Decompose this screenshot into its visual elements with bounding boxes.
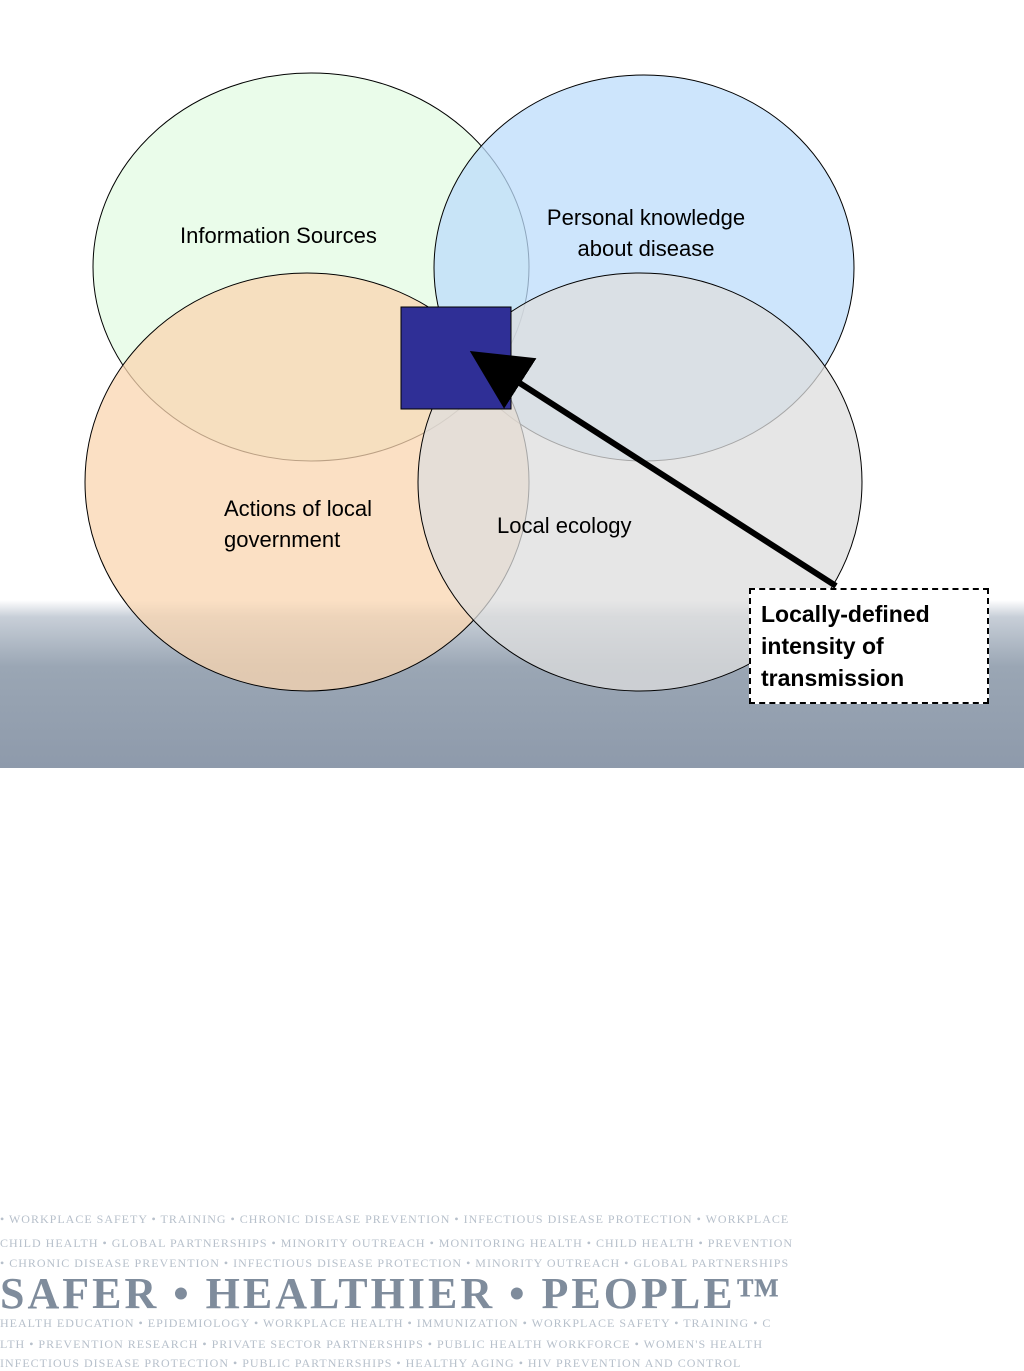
footer-text-line: CHILD HEALTH • GLOBAL PARTNERSHIPS • MIN… <box>0 1236 794 1250</box>
center-intersection-square <box>400 306 512 410</box>
pointer-arrow <box>469 351 838 589</box>
label-local-ecology: Local ecology <box>497 513 632 538</box>
label-information-sources: Information Sources <box>180 223 377 248</box>
callout-line: Locally-defined <box>761 601 930 627</box>
label-personal-knowledge: Personal knowledge about disease <box>526 202 766 264</box>
callout-line: intensity of <box>761 633 884 659</box>
label-line: about disease <box>577 236 715 261</box>
venn-diagram <box>84 72 863 692</box>
footer-text-line: INFECTIOUS DISEASE PROTECTION • PUBLIC P… <box>0 1356 742 1370</box>
callout-box: Locally-defined intensity of transmissio… <box>749 588 989 704</box>
callout-line: transmission <box>761 665 905 691</box>
label-line: Personal knowledge <box>546 205 746 230</box>
label-line: Actions of local <box>224 496 372 521</box>
label-actions-local-government: Actions of local government <box>224 493 424 555</box>
footer-text-line: HEALTH EDUCATION • EPIDEMIOLOGY • WORKPL… <box>0 1316 772 1330</box>
footer-text-line: LTH • PREVENTION RESEARCH • PRIVATE SECT… <box>0 1337 763 1351</box>
footer-slogan: SAFER • HEALTHIER • PEOPLE™ <box>0 1269 783 1318</box>
footer-text-line: • WORKPLACE SAFETY • TRAINING • CHRONIC … <box>0 1212 790 1226</box>
label-line: government <box>224 527 341 552</box>
